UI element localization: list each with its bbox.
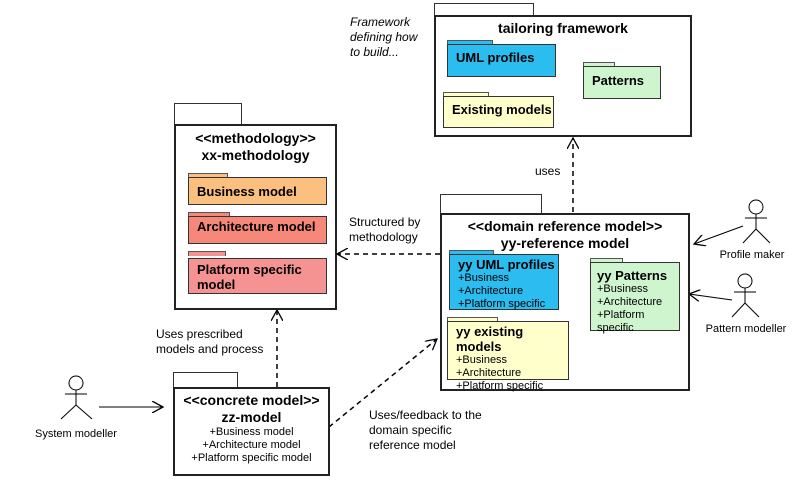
yy-uml-item: +Platform specific <box>458 298 546 310</box>
system-modeller-actor <box>60 375 93 420</box>
pattern-modeller-actor <box>731 273 760 318</box>
architecture-model-tab <box>188 212 230 217</box>
uml-profiles-package[interactable]: UML profiles <box>447 44 556 77</box>
concrete-item: +Architecture model <box>202 439 301 451</box>
concrete-item: +Platform specific model <box>191 452 312 464</box>
yy-uml-profiles-tab <box>449 250 494 255</box>
domain-ref-stereotype: <<domain reference model>> <box>467 218 663 234</box>
yy-uml-item: +Architecture <box>458 285 524 297</box>
methodology-name: xx-methodology <box>201 147 310 163</box>
yy-uml-item: +Business <box>458 272 510 284</box>
patterns-package[interactable]: Patterns <box>583 66 661 99</box>
uml-profiles-label: UML profiles <box>456 50 535 65</box>
framework-note: Framework defining how to build... <box>350 15 418 59</box>
uses-label: uses <box>535 164 561 178</box>
platform-model-tab <box>188 251 226 256</box>
yy-uml-profiles-title: yy UML profiles <box>458 257 555 272</box>
platform-model-package[interactable]: Platform specific model <box>188 258 327 294</box>
patterns-label: Patterns <box>592 73 645 88</box>
platform-model-label: Platform specific model <box>197 262 302 292</box>
methodology-tab <box>174 103 242 125</box>
architecture-model-package[interactable]: Architecture model <box>188 216 327 244</box>
yy-existing-item: +Architecture <box>456 367 522 379</box>
yy-patterns-item: +Business <box>597 283 649 295</box>
domain-ref-tab <box>440 194 542 214</box>
existing-models-package[interactable]: Existing models <box>443 96 554 128</box>
yy-patterns-item: +Architecture <box>597 296 663 308</box>
yy-existing-item: +Platform specific <box>456 380 544 392</box>
business-model-package[interactable]: Business model <box>188 177 327 205</box>
system-modeller-label: System modeller <box>35 428 117 440</box>
yy-patterns-tab <box>590 258 623 263</box>
yy-existing-tab <box>447 317 498 322</box>
uml-profiles-tab <box>447 40 493 45</box>
patterns-tab <box>583 62 615 67</box>
concrete-model-package[interactable]: <<concrete model>> zz-model +Business mo… <box>173 387 330 476</box>
uses-prescribed-label: Uses prescribed models and process <box>156 327 264 356</box>
profile-maker-label: Profile maker <box>719 249 785 261</box>
existing-models-tab <box>443 92 489 97</box>
concrete-item: +Business model <box>209 426 294 438</box>
profile-maker-actor <box>742 199 771 244</box>
business-model-label: Business model <box>197 184 297 199</box>
yy-existing-item: +Business <box>456 354 508 366</box>
profile-maker-arrow <box>694 225 744 244</box>
pattern-modeller-label: Pattern modeller <box>705 323 787 335</box>
business-model-tab <box>188 173 228 178</box>
yy-existing-models-package[interactable]: yy existing models +Business +Architectu… <box>447 321 569 392</box>
uses-feedback-label: Uses/feedback to the domain specific ref… <box>369 408 482 452</box>
yy-patterns-item: +Platform specific <box>597 309 645 334</box>
architecture-model-label: Architecture model <box>197 219 316 234</box>
tailoring-framework-tab <box>434 3 534 16</box>
concrete-model-tab <box>173 372 238 388</box>
concrete-name: zz-model <box>221 409 282 425</box>
methodology-stereotype: <<methodology>> <box>195 130 316 146</box>
yy-patterns-package[interactable]: yy Patterns +Business +Architecture +Pla… <box>590 262 680 334</box>
domain-ref-name: yy-reference model <box>500 235 630 251</box>
yy-patterns-title: yy Patterns <box>597 268 668 283</box>
pattern-modeller-arrow <box>689 294 733 300</box>
yy-uml-profiles-package[interactable]: yy UML profiles +Business +Architecture … <box>449 254 559 310</box>
structured-by-label: Structured by methodology <box>349 215 421 244</box>
existing-models-label: Existing models <box>452 102 552 117</box>
yy-existing-title: yy existing models <box>456 324 524 354</box>
concrete-stereotype: <<concrete model>> <box>183 392 320 408</box>
tailoring-framework-title: tailoring framework <box>498 20 628 36</box>
